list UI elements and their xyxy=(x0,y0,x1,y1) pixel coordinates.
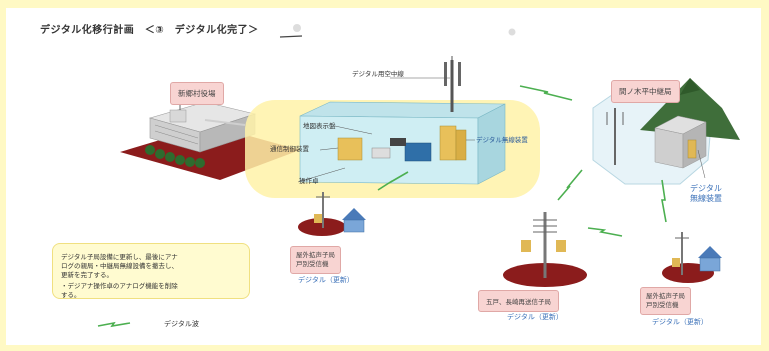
page-border-right xyxy=(761,0,769,351)
antenna-tower-icon xyxy=(606,108,624,165)
pin-icon xyxy=(508,28,516,36)
outdoor-speaker-right-line2: 戸別受信機 xyxy=(646,301,679,310)
speaker-pole-icon xyxy=(314,192,330,228)
relay-antenna-label: デジタル用空中線 xyxy=(352,70,404,78)
note-line2: ログの親局・中継局無線設備を撤去し、 xyxy=(61,262,178,270)
leader-line xyxy=(334,125,373,135)
outdoor-speaker-right-box: 屋外拡声子局 戸別受信機 xyxy=(640,287,691,316)
relay-radio-line2: 無線装置 xyxy=(690,194,722,204)
control-unit-label: 通信制御装置 xyxy=(270,145,309,153)
building-icon xyxy=(148,96,257,153)
zoom-connector xyxy=(204,119,246,126)
digital-radio-label: デジタル無線装置 xyxy=(476,136,528,144)
page-border-left xyxy=(0,0,6,351)
outdoor-speaker-left-box: 屋外拡声子局 戸別受信機 xyxy=(290,246,341,275)
explanation-note: デジタル子局設備に更新し、最後にアナ ログの親局・中継局無線設備を撤去し、 更新… xyxy=(52,243,250,299)
digital-update-left-label: デジタル（更新） xyxy=(298,276,354,284)
lightning-wave-icon xyxy=(97,85,667,328)
note-line3: 更新を完了する。 xyxy=(61,271,113,279)
note-line5: する。 xyxy=(61,291,81,299)
house-icon xyxy=(698,246,722,272)
page-border-bottom xyxy=(0,345,769,351)
page-title: デジタル化移行計画 ＜③ デジタル化完了＞ xyxy=(40,25,259,36)
speaker-pole-icon xyxy=(521,212,566,278)
pin-icon xyxy=(293,24,301,32)
antenna-tower-icon xyxy=(444,56,461,112)
relay-station-label: 間ノ木平中継局 xyxy=(611,80,680,103)
digital-update-right-label: デジタル（更新） xyxy=(652,318,708,326)
console-label: 操作卓 xyxy=(299,177,319,185)
leader-line xyxy=(697,149,706,179)
page-border-top xyxy=(0,0,769,8)
title-underline xyxy=(279,35,303,38)
outdoor-speaker-left-line2: 戸別受信機 xyxy=(296,260,329,269)
remote-station-text: 五戸、長崎再送信子局 xyxy=(486,298,551,306)
remote-station-box: 五戸、長崎再送信子局 xyxy=(478,290,559,312)
map-display-label: 地図表示盤 xyxy=(303,122,336,130)
legend-digital-wave-label: デジタル波 xyxy=(164,320,199,328)
relay-radio-label: デジタル 無線装置 xyxy=(690,184,722,205)
relay-shelter-icon xyxy=(654,115,707,169)
equipment-room-icon xyxy=(299,101,506,185)
village-office-label: 新郷村役場 xyxy=(170,82,224,105)
leader-line xyxy=(297,167,346,183)
digital-update-center-label: デジタル（更新） xyxy=(507,313,563,321)
outdoor-speaker-right-line1: 屋外拡声子局 xyxy=(646,292,685,300)
outdoor-speaker-left-line1: 屋外拡声子局 xyxy=(296,251,335,259)
tree-row-icon xyxy=(145,145,205,168)
house-icon xyxy=(342,208,366,233)
speaker-pole-icon xyxy=(672,232,689,275)
leader-line xyxy=(319,147,339,151)
note-line1: デジタル子局設備に更新し、最後にアナ xyxy=(61,253,178,261)
village-office-text: 新郷村役場 xyxy=(178,89,216,98)
relay-radio-line1: デジタル xyxy=(690,184,722,193)
relay-station-text: 間ノ木平中継局 xyxy=(619,87,672,96)
note-line4: ・デジアナ操作卓のアナログ機能を削除 xyxy=(61,282,178,290)
